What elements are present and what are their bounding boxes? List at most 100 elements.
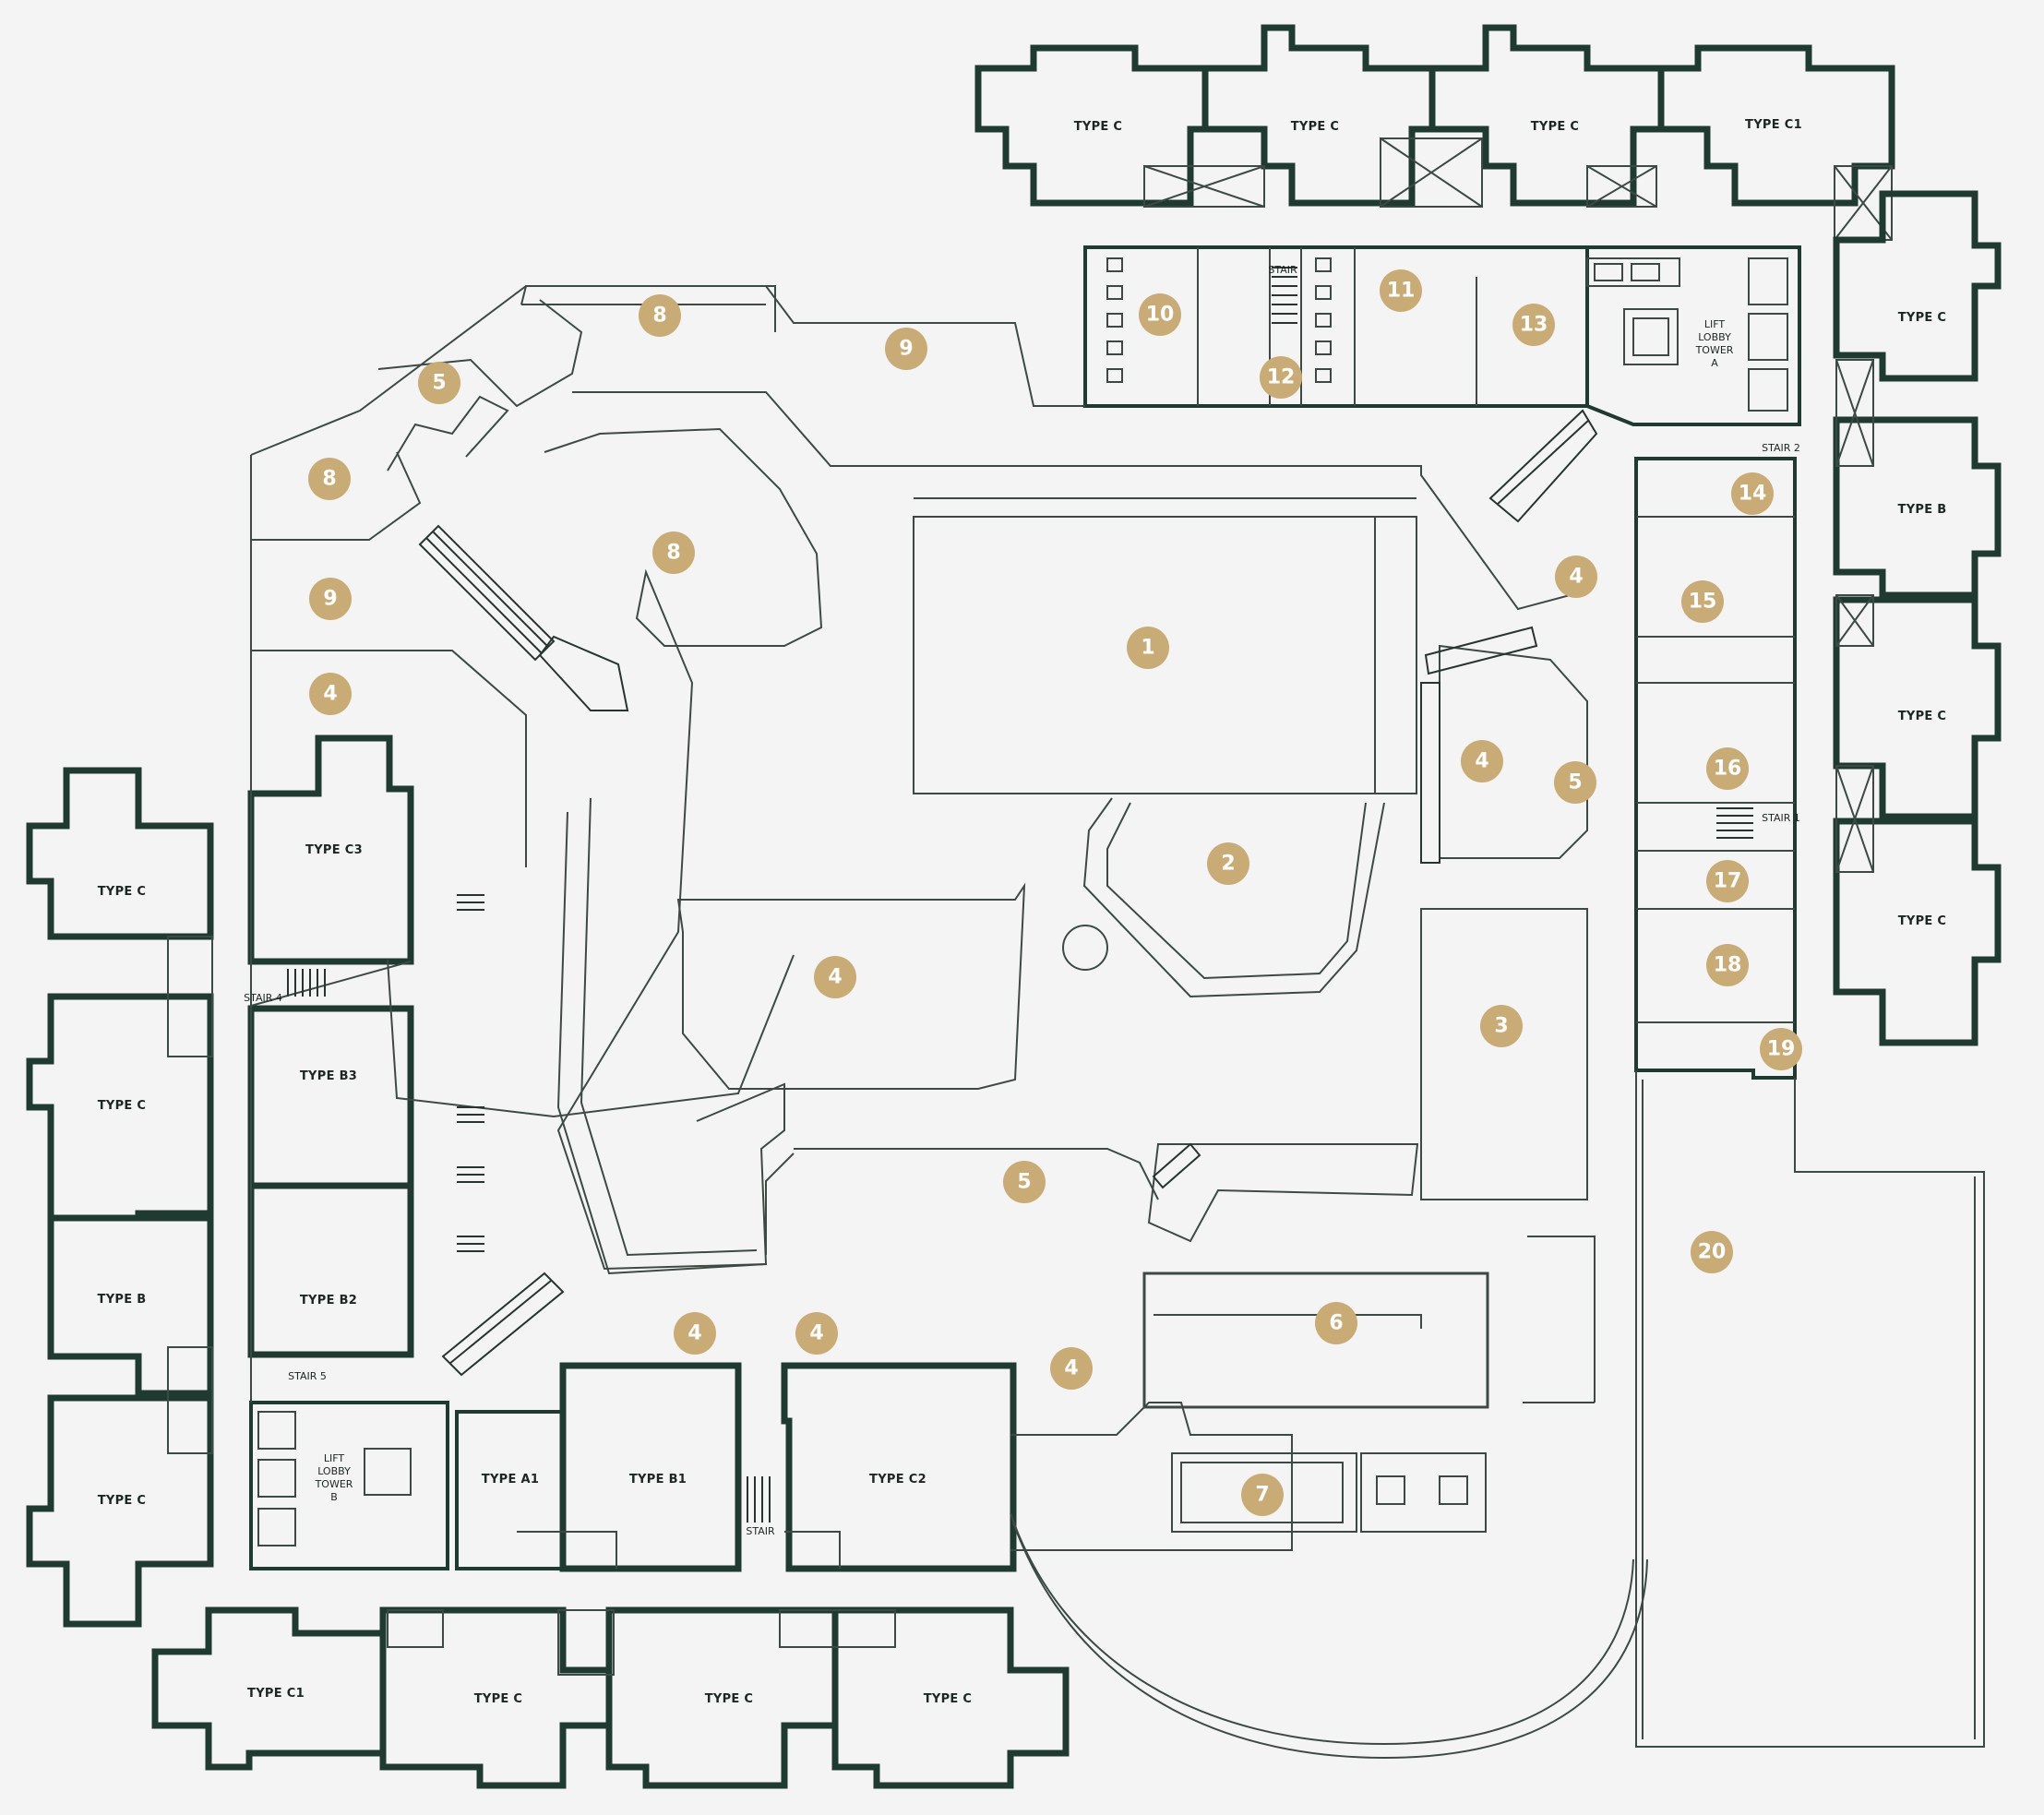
- unit-label: TYPE C: [1898, 710, 1947, 723]
- unit-label: TYPE C: [1898, 311, 1947, 325]
- unit-label: TYPE C: [705, 1692, 754, 1706]
- svg-text:4: 4: [1475, 750, 1488, 773]
- right-wing: TYPE C TYPE B TYPE C TYPE C STAIR 1: [1634, 190, 2002, 1080]
- marker-18: 18: [1706, 944, 1749, 986]
- marker-8: 8: [652, 531, 695, 574]
- lift-lobby-label: A: [1711, 357, 1718, 369]
- svg-text:19: 19: [1767, 1038, 1796, 1061]
- svg-text:11: 11: [1387, 280, 1416, 303]
- svg-text:4: 4: [1569, 566, 1583, 589]
- svg-text:3: 3: [1494, 1015, 1508, 1038]
- svg-text:20: 20: [1698, 1241, 1727, 1264]
- svg-text:18: 18: [1714, 954, 1742, 977]
- unit-label: TYPE C: [1898, 914, 1947, 928]
- landscape: [250, 285, 1985, 1760]
- lift-lobby-label: TOWER: [1695, 344, 1734, 356]
- marker-5: 5: [1554, 761, 1596, 804]
- stair-label: STAIR 5: [288, 1370, 327, 1382]
- svg-text:17: 17: [1714, 870, 1742, 893]
- marker-14: 14: [1731, 472, 1774, 515]
- svg-text:4: 4: [323, 683, 337, 706]
- stair-label: STAIR 1: [1762, 812, 1800, 824]
- marker-17: 17: [1706, 860, 1749, 902]
- svg-text:9: 9: [323, 588, 337, 611]
- unit-label: TYPE C: [98, 1494, 147, 1508]
- marker-4: 4: [1050, 1347, 1093, 1390]
- svg-text:4: 4: [809, 1322, 823, 1345]
- marker-5: 5: [418, 362, 460, 404]
- lift-lobby-label: B: [330, 1491, 338, 1503]
- svg-text:5: 5: [432, 372, 446, 395]
- svg-text:14: 14: [1739, 483, 1767, 506]
- svg-text:8: 8: [652, 304, 666, 328]
- marker-8: 8: [308, 458, 351, 500]
- svg-text:4: 4: [1064, 1357, 1078, 1380]
- unit-label: TYPE C3: [305, 843, 363, 857]
- lift-lobby-label: TOWER: [315, 1478, 353, 1490]
- svg-text:16: 16: [1714, 758, 1742, 781]
- unit-label: TYPE C1: [247, 1687, 305, 1701]
- svg-text:13: 13: [1520, 314, 1548, 337]
- stair-label: STAIR: [1268, 264, 1297, 276]
- svg-text:4: 4: [687, 1322, 701, 1345]
- marker-4: 4: [795, 1312, 838, 1355]
- marker-4: 4: [674, 1312, 716, 1355]
- left-wing: TYPE C TYPE C TYPE B TYPE C: [26, 767, 214, 1628]
- svg-text:12: 12: [1267, 366, 1296, 389]
- marker-12: 12: [1260, 356, 1302, 399]
- marker-4: 4: [309, 673, 352, 715]
- lift-lobby-label: LIFT: [1704, 318, 1726, 330]
- unit-label: TYPE C: [1074, 120, 1123, 134]
- lift-lobby-label: LOBBY: [1698, 331, 1731, 343]
- unit-label: TYPE B3: [300, 1069, 357, 1083]
- unit-label: TYPE C1: [1745, 118, 1802, 132]
- marker-8: 8: [639, 294, 681, 337]
- svg-text:4: 4: [828, 966, 842, 989]
- lift-lobby-label: LIFT: [324, 1452, 345, 1464]
- unit-label: TYPE B: [1898, 503, 1947, 517]
- marker-19: 19: [1760, 1028, 1802, 1070]
- stair-label: STAIR 2: [1762, 442, 1800, 454]
- marker-1: 1: [1127, 627, 1169, 669]
- unit-label: TYPE C2: [869, 1473, 926, 1487]
- svg-text:9: 9: [899, 338, 913, 361]
- unit-label: TYPE C: [1291, 120, 1340, 134]
- marker-9: 9: [309, 578, 352, 620]
- unit-label: TYPE C: [98, 1099, 147, 1113]
- marker-3: 3: [1480, 1005, 1523, 1047]
- top-wing: TYPE C TYPE C TYPE C TYPE C1: [974, 24, 1895, 241]
- unit-label: TYPE C: [474, 1692, 523, 1706]
- marker-10: 10: [1139, 293, 1181, 336]
- svg-text:5: 5: [1017, 1171, 1031, 1194]
- svg-text:6: 6: [1329, 1312, 1343, 1335]
- svg-text:8: 8: [666, 542, 680, 565]
- marker-5: 5: [1003, 1161, 1046, 1203]
- marker-16: 16: [1706, 747, 1749, 790]
- marker-2: 2: [1207, 842, 1249, 885]
- marker-6: 6: [1315, 1302, 1357, 1344]
- unit-label: TYPE C: [1531, 120, 1580, 134]
- ramps: [418, 409, 1598, 1377]
- stair-label: STAIR: [746, 1525, 775, 1537]
- unit-label: TYPE A1: [482, 1473, 539, 1487]
- svg-text:2: 2: [1221, 853, 1235, 876]
- svg-text:5: 5: [1568, 771, 1582, 794]
- lift-lobby-label: LOBBY: [317, 1465, 351, 1477]
- svg-text:8: 8: [322, 468, 336, 491]
- unit-label: TYPE B2: [300, 1294, 357, 1308]
- marker-4: 4: [1461, 740, 1503, 782]
- unit-label: TYPE B1: [629, 1473, 687, 1487]
- svg-text:1: 1: [1141, 637, 1154, 660]
- marker-7: 7: [1241, 1474, 1284, 1516]
- marker-20: 20: [1691, 1231, 1733, 1273]
- unit-label: TYPE C: [924, 1692, 973, 1706]
- markers: 1 2 3 4 4 4 4 4 4 4 5 5 5 6 7 8 8 8 9 9 …: [308, 269, 1802, 1516]
- marker-13: 13: [1512, 304, 1555, 346]
- marker-15: 15: [1681, 580, 1724, 623]
- marker-4: 4: [814, 956, 856, 998]
- svg-text:7: 7: [1255, 1484, 1269, 1507]
- stair-label: STAIR 4: [244, 992, 282, 1004]
- top-amenity-block: STAIR LIFT LOBBY TOWER A STAIR 2: [1083, 245, 1801, 454]
- bottom-wing: TYPE C1 TYPE C TYPE C TYPE C: [151, 1606, 1070, 1789]
